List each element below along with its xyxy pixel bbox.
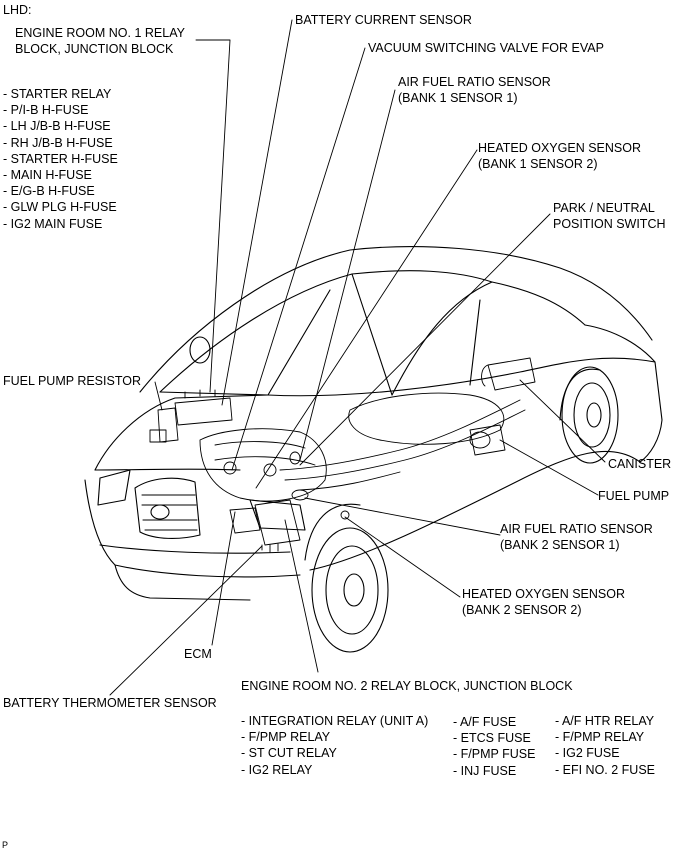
variant-label: LHD: — [3, 3, 32, 17]
relay-block-2-label: ENGINE ROOM NO. 2 RELAY BLOCK, JUNCTION … — [241, 679, 573, 693]
af-sensor-b2s1-label-line2: (BANK 2 SENSOR 1) — [500, 538, 620, 552]
list-item: - A/F HTR RELAY — [555, 714, 655, 728]
ho2-b1s2-label-line2: (BANK 1 SENSOR 2) — [478, 157, 598, 171]
list-item: - IG2 RELAY — [241, 762, 313, 777]
fuel-pump-label: FUEL PUMP — [598, 489, 670, 503]
relay-block-2-col1: - INTEGRATION RELAY (UNIT A) - F/PMP REL… — [241, 713, 428, 778]
relay-block-2-col3: - A/F HTR RELAY - F/PMP RELAY - IG2 FUSE… — [555, 713, 655, 778]
af-sensor-b2s1-label-line1: AIR FUEL RATIO SENSOR — [500, 522, 653, 536]
list-item: - F/PMP RELAY — [241, 730, 331, 745]
pnp-switch-label-line2: POSITION SWITCH — [553, 217, 666, 231]
figure-code: P — [2, 840, 9, 850]
vsv-evap-label: VACUUM SWITCHING VALVE FOR EVAP — [368, 41, 604, 55]
ecm-label: ECM — [184, 647, 212, 661]
list-item: - RH J/B-B H-FUSE — [3, 135, 113, 150]
list-item: - EFI NO. 2 FUSE — [555, 762, 656, 777]
relay-block-1-label-line1: ENGINE ROOM NO. 1 RELAY — [15, 26, 185, 40]
leader-lines — [109, 19, 606, 696]
list-item: - INJ FUSE — [453, 763, 517, 778]
af-sensor-b1s1-label-line1: AIR FUEL RATIO SENSOR — [398, 75, 551, 89]
list-item: - STARTER RELAY — [3, 87, 112, 101]
component-sketches — [149, 357, 536, 553]
list-item: - ST CUT RELAY — [241, 746, 337, 761]
list-item: - ETCS FUSE — [453, 731, 531, 746]
ho2-b1s2-label-line1: HEATED OXYGEN SENSOR — [478, 141, 641, 155]
af-sensor-b1s1-label-line2: (BANK 1 SENSOR 1) — [398, 91, 518, 105]
list-item: - P/I-B H-FUSE — [3, 103, 89, 118]
list-item: - E/G-B H-FUSE — [3, 184, 95, 199]
list-item: - A/F FUSE — [453, 715, 517, 729]
list-item: - F/PMP FUSE — [453, 747, 536, 762]
relay-block-1-label-line2: BLOCK, JUNCTION BLOCK — [15, 42, 174, 56]
list-item: - IG2 MAIN FUSE — [3, 216, 103, 231]
list-item: - MAIN H-FUSE — [3, 168, 92, 183]
list-item: - F/PMP RELAY — [555, 730, 645, 745]
ho2-b2s2-label-line2: (BANK 2 SENSOR 2) — [462, 603, 582, 617]
list-item: - LH J/B-B H-FUSE — [3, 119, 111, 134]
list-item: - GLW PLG H-FUSE — [3, 200, 117, 215]
battery-thermometer-sensor-label: BATTERY THERMOMETER SENSOR — [3, 696, 217, 710]
pnp-switch-label-line1: PARK / NEUTRAL — [553, 201, 655, 215]
list-item: - IG2 FUSE — [555, 746, 620, 761]
battery-current-sensor-label: BATTERY CURRENT SENSOR — [295, 13, 472, 27]
canister-label: CANISTER — [608, 457, 672, 471]
ho2-b2s2-label-line1: HEATED OXYGEN SENSOR — [462, 587, 625, 601]
fuel-pump-resistor-label: FUEL PUMP RESISTOR — [3, 374, 141, 388]
relay-block-1-items: - STARTER RELAY - P/I-B H-FUSE - LH J/B-… — [3, 86, 118, 232]
list-item: - INTEGRATION RELAY (UNIT A) — [241, 714, 429, 728]
car-body-outline — [84, 246, 663, 653]
relay-block-2-col2: - A/F FUSE - ETCS FUSE - F/PMP FUSE - IN… — [453, 714, 535, 779]
list-item: - STARTER H-FUSE — [3, 151, 118, 166]
